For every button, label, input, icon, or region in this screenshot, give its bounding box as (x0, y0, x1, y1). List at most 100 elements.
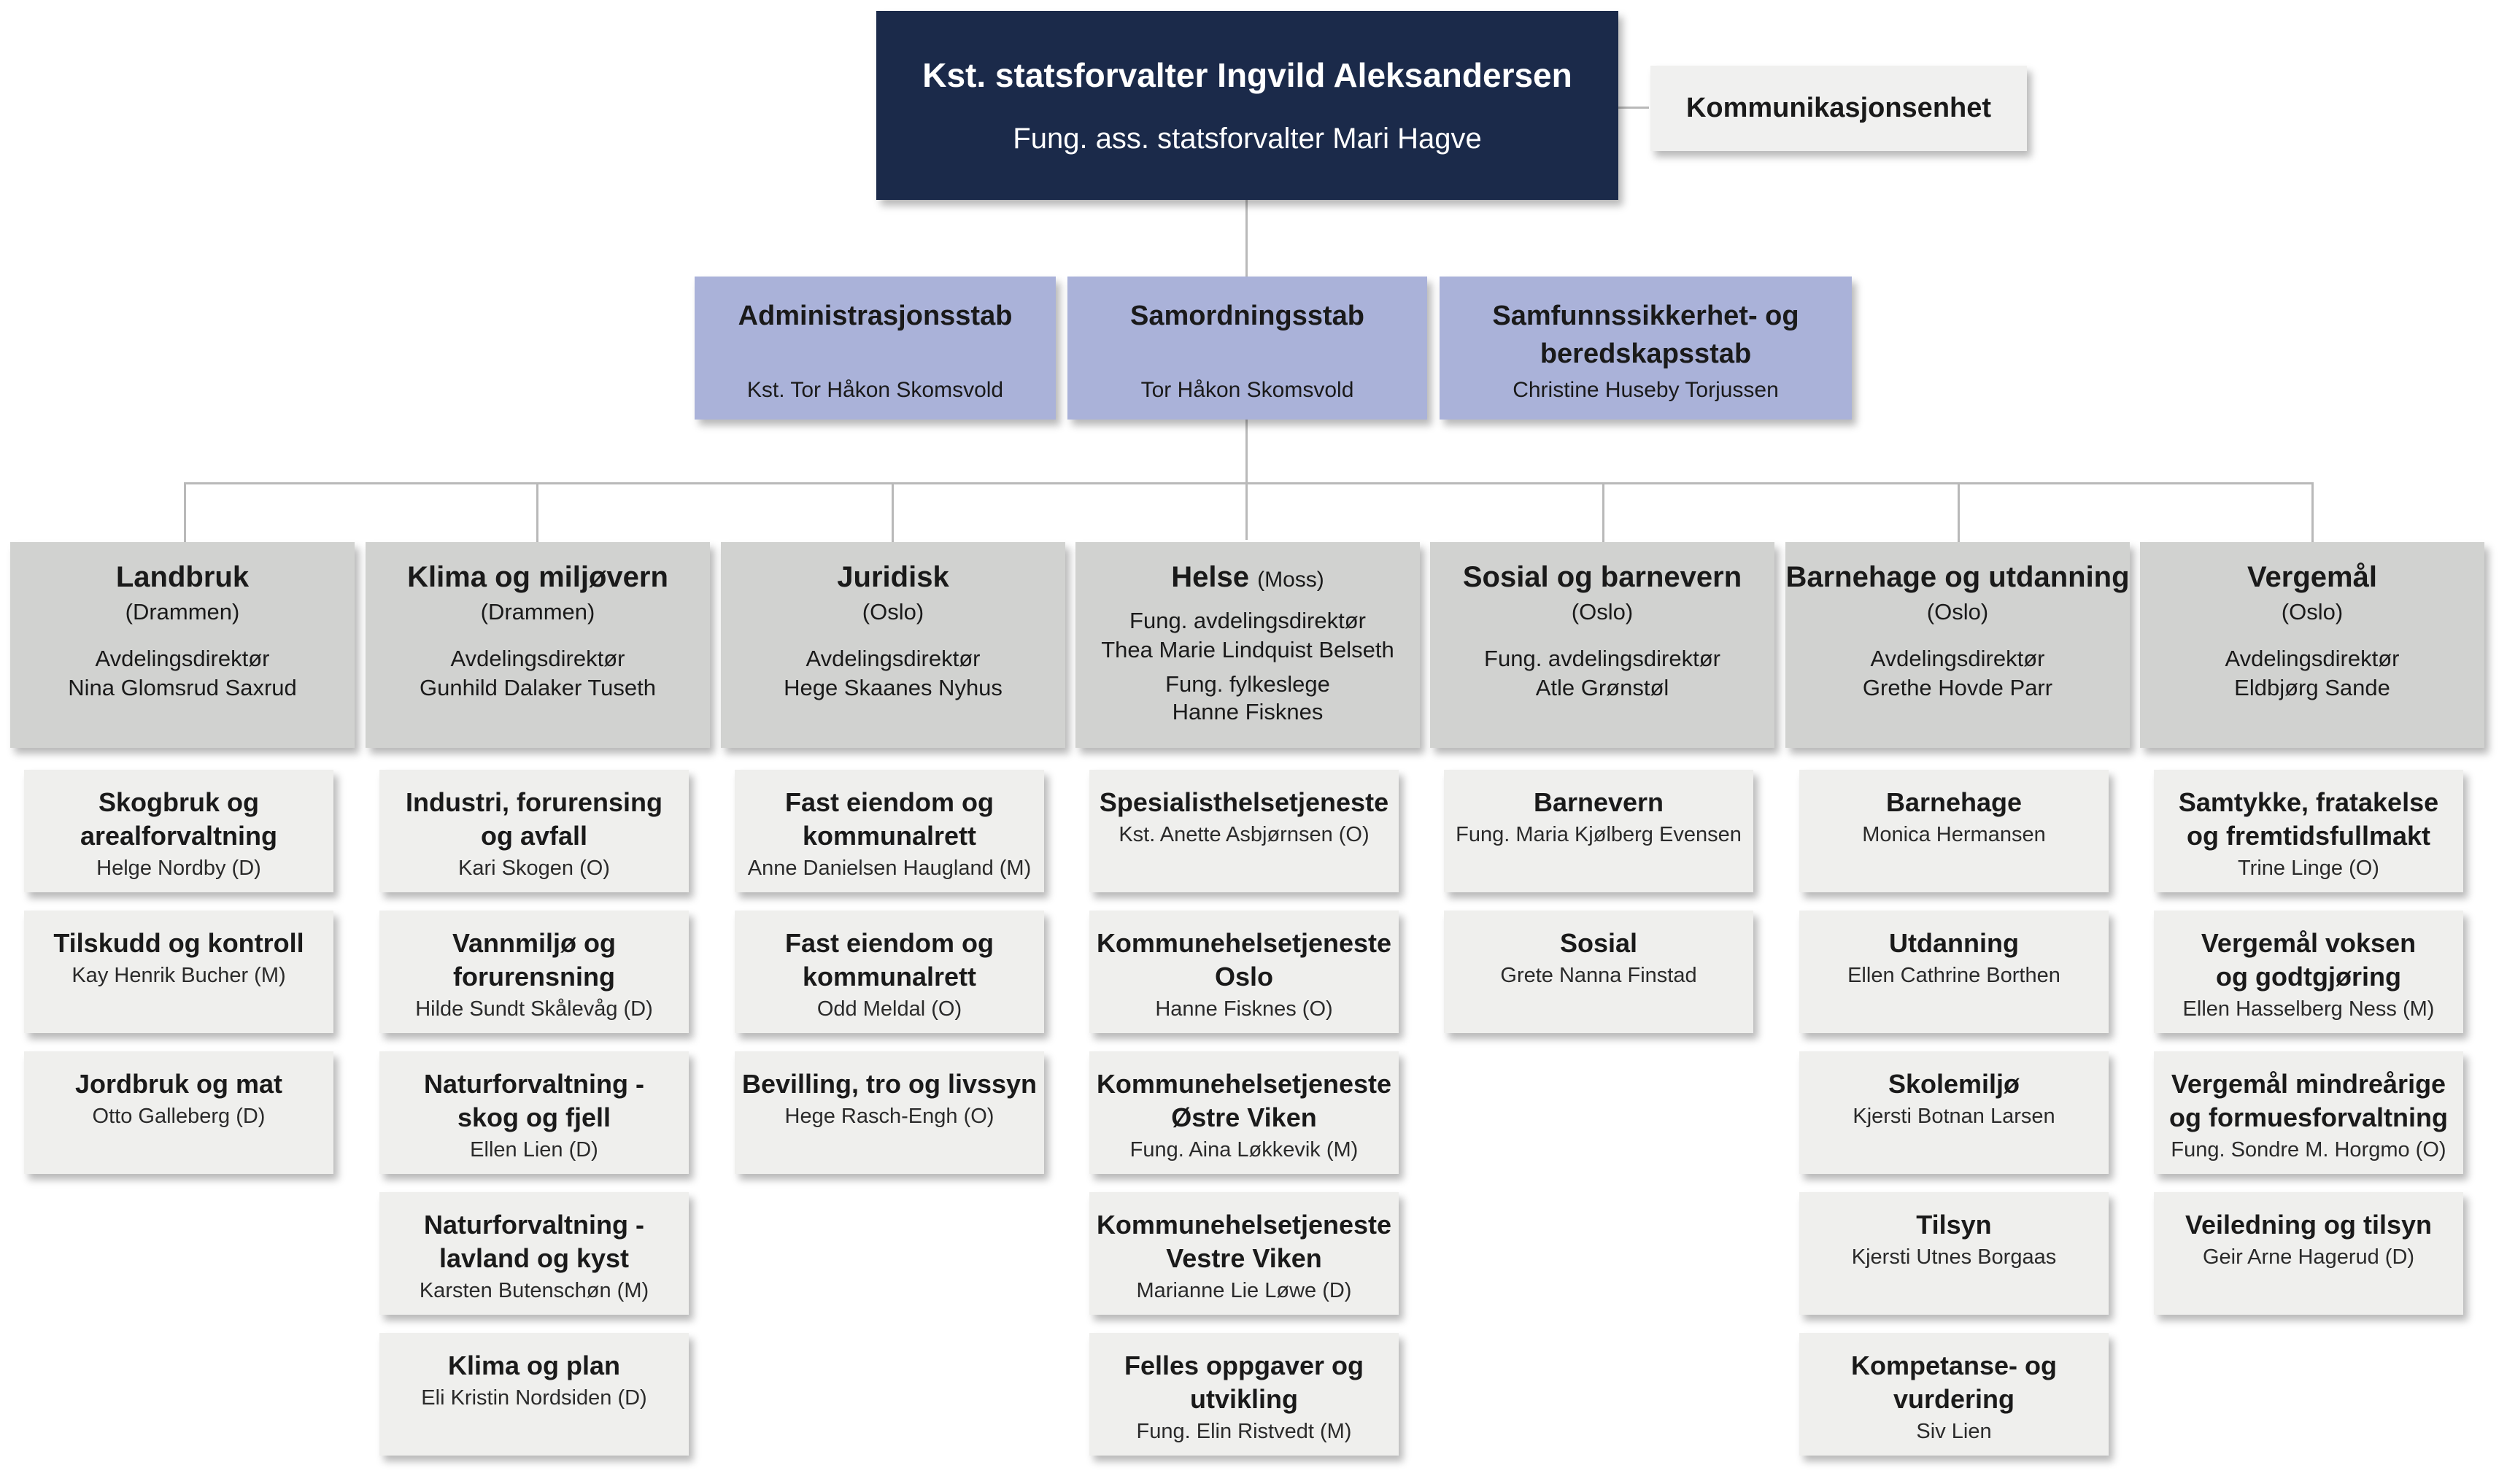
line-top-to-comm (1618, 107, 1649, 109)
section-name: Barnehage (1885, 787, 2023, 817)
section-name: og godtgjøring (2216, 962, 2401, 992)
department-name-text: Landbruk (115, 561, 250, 593)
section-head: Ellen Cathrine Borthen (1847, 964, 2060, 987)
statsforvalter-box: Kst. statsforvalter Ingvild Aleksanderse… (876, 11, 1618, 200)
department-head-2: Fung. fylkeslege (1165, 671, 1330, 697)
department-head: Fung. avdelingsdirektør (1129, 608, 1366, 633)
staff-name-line2: beredskapsstab (1540, 339, 1752, 369)
staff-head: Tor Håkon Skomsvold (1140, 378, 1354, 402)
department-name-text: Juridisk (837, 561, 949, 593)
section-name: Felles oppgaver og (1124, 1350, 1364, 1380)
ass-statsforvalter: Fung. ass. statsforvalter Mari Hagve (1013, 123, 1482, 155)
department-sosial-og-barnevern: Sosial og barnevern(Oslo)Fung. avdelings… (1430, 542, 1774, 748)
section-head: Hilde Sundt Skålevåg (D) (415, 997, 653, 1021)
staff-samordningsstab: Samordningsstab Tor Håkon Skomsvold (1067, 277, 1427, 420)
section-name: og fremtidsfullmakt (2186, 821, 2431, 851)
statsforvalter-title: Kst. statsforvalter Ingvild Aleksanderse… (922, 56, 1572, 94)
section-name: Bevilling, tro og livssyn (741, 1069, 1038, 1099)
section-name: Oslo (1214, 962, 1273, 992)
department-location: (Drammen) (480, 599, 595, 625)
section-name: Vestre Viken (1166, 1243, 1322, 1273)
department-name-text: Vergemål (2247, 561, 2377, 593)
department-head: Eldbjørg Sande (2234, 675, 2390, 700)
department-head: Thea Marie Lindquist Belseth (1101, 637, 1394, 662)
section-head: Kjersti Utnes Borgaas (1851, 1245, 2057, 1269)
department-location: (Drammen) (125, 599, 240, 625)
section-name: Skogbruk og (98, 787, 259, 817)
staff-administrasjonsstab: Administrasjonsstab Kst. Tor Håkon Skoms… (695, 277, 1056, 420)
section-name: Naturforvaltning - (424, 1069, 644, 1099)
staff-head: Christine Huseby Torjussen (1513, 378, 1779, 402)
line-drop-landbruk (184, 482, 186, 542)
department-location: (Oslo) (2281, 599, 2344, 625)
section-head: Kjersti Botnan Larsen (1853, 1105, 2055, 1128)
section-name: Barnevern (1533, 787, 1664, 817)
department-name-text: Klima og miljøvern (407, 561, 668, 593)
section-head: Fung. Sondre M. Horgmo (O) (2171, 1138, 2446, 1162)
section-name: Klima og plan (447, 1350, 621, 1380)
section-head: Fung. Maria Kjølberg Evensen (1456, 823, 1742, 846)
section-name: Vannmiljø og (452, 928, 616, 958)
section-head: Geir Arne Hagerud (D) (2202, 1245, 2415, 1269)
section-name: kommunalrett (802, 821, 977, 851)
kommunikasjonsenhet-box: Kommunikasjonsenhet (1650, 66, 2027, 151)
section-head: Helge Nordby (D) (96, 857, 261, 880)
section-head: Kari Skogen (O) (458, 857, 610, 880)
staff-name: Samfunnssikkerhet- og (1492, 301, 1799, 331)
section-name: Veiledning og tilsyn (2185, 1210, 2433, 1240)
department-name: Vergemål (2247, 558, 2377, 596)
section-name: Fast eiendom og (784, 928, 994, 958)
line-horizontal-bus (184, 482, 2314, 484)
staff-head: Kst. Tor Håkon Skomsvold (746, 378, 1004, 402)
section-name: Kompetanse- og (1850, 1350, 2058, 1380)
department-head: Avdelingsdirektør (806, 646, 981, 671)
department-name: Sosial og barnevern (1463, 558, 1742, 596)
department-head: Avdelingsdirektør (95, 646, 270, 671)
section-head: Siv Lien (1916, 1420, 1992, 1443)
department-name: Juridisk (837, 558, 949, 596)
section-head: Otto Galleberg (D) (92, 1105, 266, 1128)
section-name: Sosial (1559, 928, 1638, 958)
section-head: Fung. Aina Løkkevik (M) (1129, 1138, 1359, 1162)
department-head: Avdelingsdirektør (450, 646, 625, 671)
department-head: Gunhild Dalaker Tuseth (420, 675, 656, 700)
department-barnehage-og-utdanning: Barnehage og utdanning(Oslo)Avdelingsdir… (1785, 542, 2130, 748)
section-name: Utdanning (1889, 928, 2019, 958)
section-name: arealforvaltning (80, 821, 278, 851)
section-name: Vergemål voksen (2201, 928, 2417, 958)
section-head: Ellen Hasselberg Ness (M) (2182, 997, 2435, 1021)
department-head: Atle Grønstøl (1535, 675, 1669, 700)
section-name: Jordbruk og mat (74, 1069, 283, 1099)
kommunikasjonsenhet-label: Kommunikasjonsenhet (1685, 93, 1992, 123)
section-head: Hanne Fisknes (O) (1155, 997, 1333, 1021)
section-name: Naturforvaltning - (424, 1210, 644, 1240)
department-name: Barnehage og utdanning (1785, 558, 2129, 596)
department-name: Helse (Moss) (1171, 558, 1324, 599)
section-head: Kay Henrik Bucher (M) (72, 964, 286, 987)
section-name: kommunalrett (802, 962, 977, 992)
line-drop-klima (536, 482, 538, 542)
department-head: Hege Skaanes Nyhus (784, 675, 1003, 700)
section-name: Kommunehelsetjeneste (1096, 1069, 1392, 1099)
section-name: vurdering (1893, 1384, 2015, 1414)
line-drop-sosial (1602, 482, 1604, 542)
department-head: Fung. avdelingsdirektør (1484, 646, 1720, 671)
department-head: Grethe Hovde Parr (1862, 675, 2053, 700)
department-location: (Moss) (1257, 568, 1324, 592)
section-name: Vergemål mindreårige (2171, 1069, 2446, 1099)
